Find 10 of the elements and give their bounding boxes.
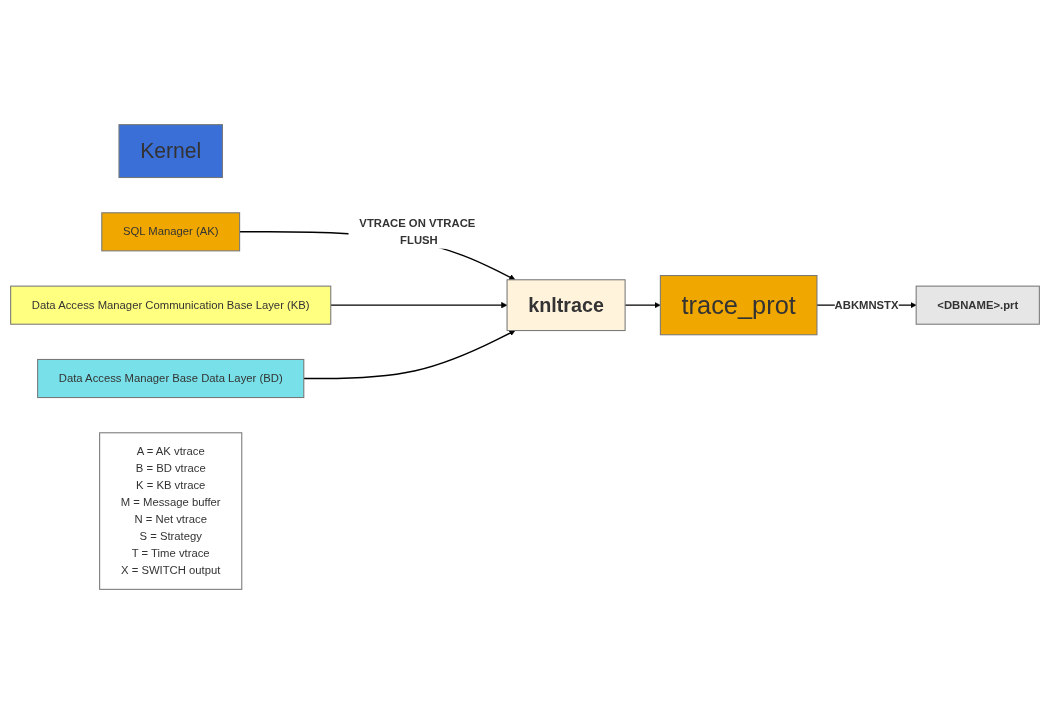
edge-label: ABKMNSTX — [834, 298, 899, 311]
node-box: Data Access Manager Base Data Layer (BD) — [36, 358, 304, 398]
node-box: Data Access Manager Communication Base Layer (KB) — [9, 285, 331, 325]
node-box: trace_prot — [659, 274, 817, 335]
edge-label: VTRACE ON VTRACE FLUSH — [358, 216, 475, 246]
node-box: <DBNAME>.prt — [915, 285, 1040, 325]
node-box: Kernel — [117, 123, 223, 178]
node-box: knltrace — [506, 278, 626, 331]
node-box: SQL Manager (AK) — [100, 211, 240, 251]
node-box: A = AK vtrace B = BD vtrace K = KB vtrace M = Message buffer N = Net vtrace S = Strategy T = Time vtrace X = SWITCH output — [98, 431, 242, 590]
